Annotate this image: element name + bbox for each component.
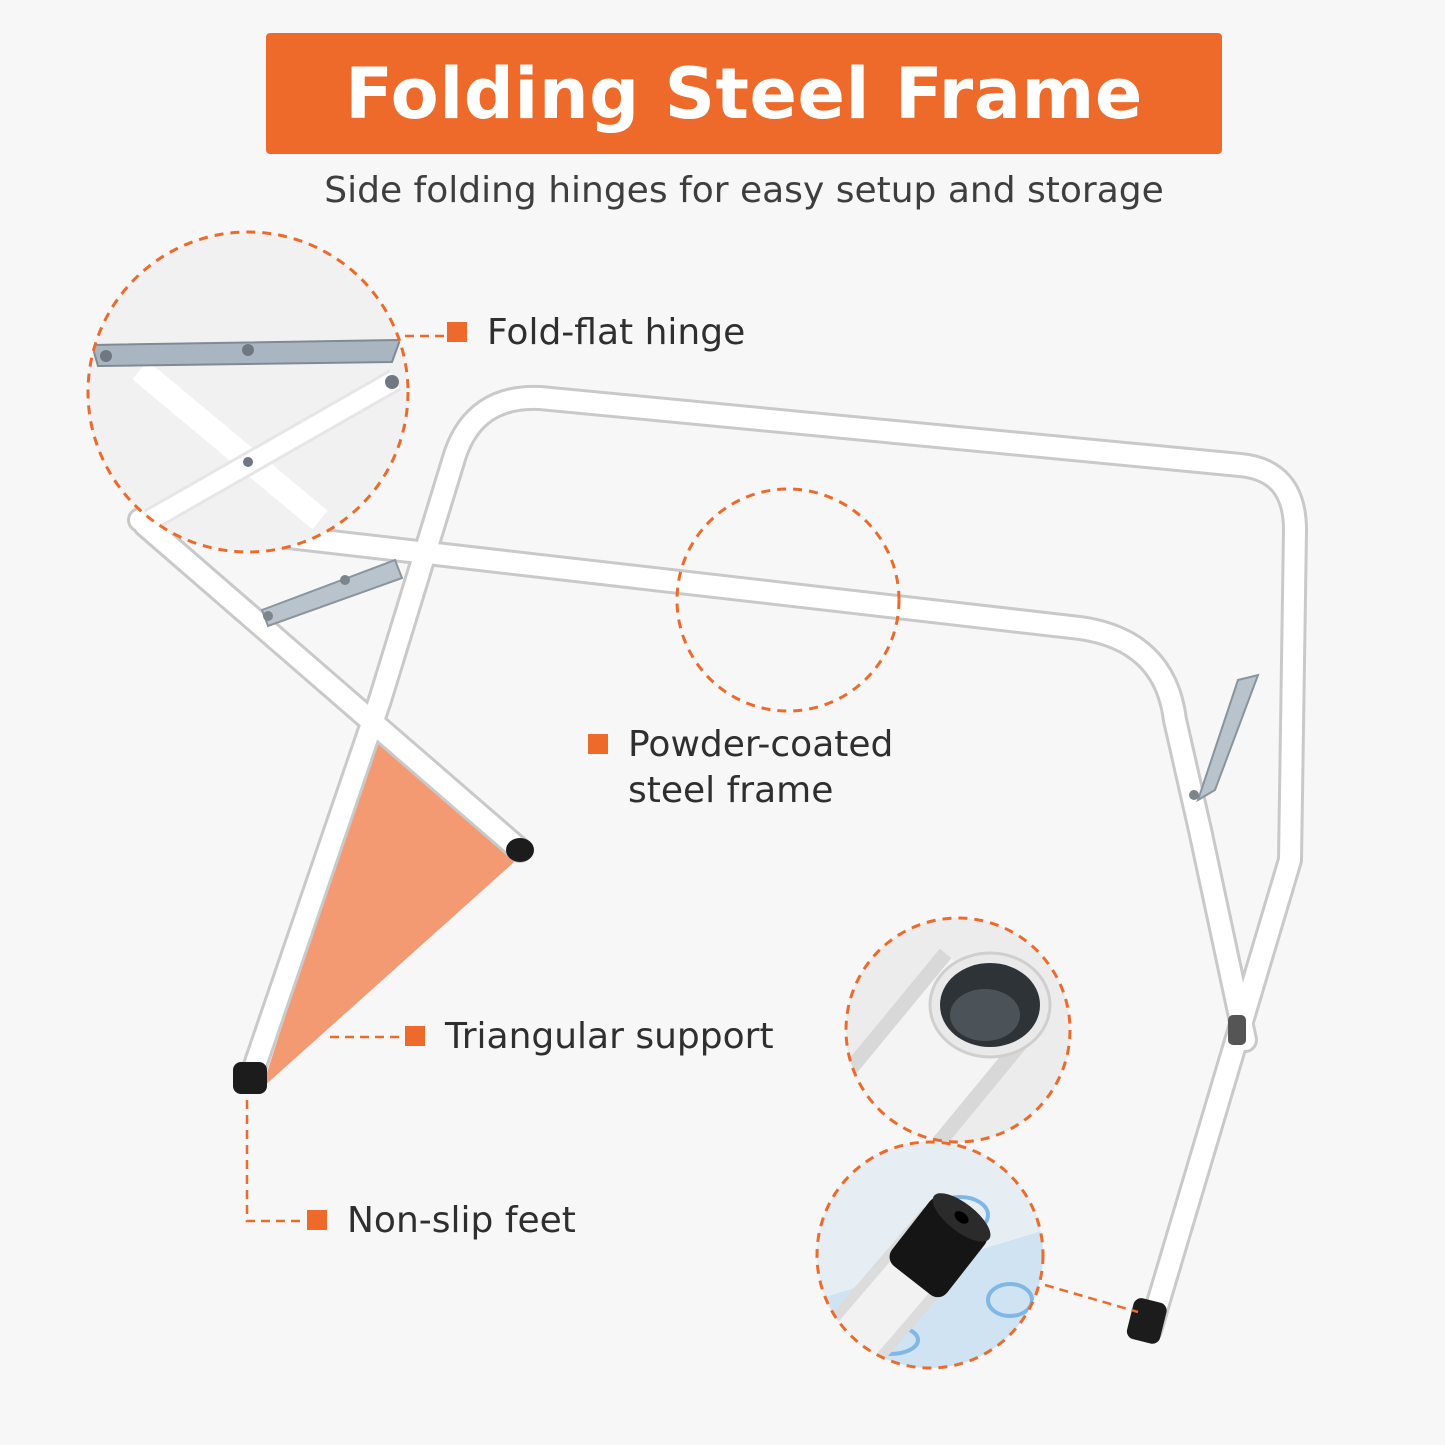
title-banner: Folding Steel Frame	[266, 33, 1222, 154]
coating-highlight-ring	[675, 487, 901, 713]
leader-lines	[245, 334, 1139, 1314]
callout-coating-line1: Powder-coated	[628, 724, 894, 765]
page-subtitle: Side folding hinges for easy setup and s…	[324, 170, 1164, 211]
bullet-square-icon	[307, 1210, 327, 1230]
callout-coating: Powder-coated steel frame	[588, 722, 893, 814]
callout-coating-line2: steel frame	[628, 770, 834, 811]
hinge-bracket-left	[260, 558, 404, 628]
callout-feet-label: Non-slip feet	[347, 1200, 576, 1241]
steel-frame	[127, 384, 1308, 1343]
foot-caps	[233, 838, 1246, 1344]
callout-feet: Non-slip feet	[307, 1198, 576, 1244]
bullet-square-icon	[405, 1026, 425, 1046]
callout-support-label: Triangular support	[445, 1016, 774, 1057]
bullet-square-icon	[588, 734, 608, 754]
hinge-bracket-right	[1189, 673, 1260, 803]
callout-hinge-label: Fold-flat hinge	[487, 312, 746, 353]
tube-end-detail-icon	[844, 916, 1072, 1144]
triangular-support-fill	[262, 740, 522, 1088]
page-title: Folding Steel Frame	[345, 52, 1143, 135]
callout-hinge: Fold-flat hinge	[447, 310, 745, 356]
hinge-detail-icon	[86, 230, 410, 554]
callout-support: Triangular support	[405, 1014, 774, 1060]
foot-cap-detail-icon	[815, 1140, 1045, 1370]
bullet-square-icon	[447, 322, 467, 342]
